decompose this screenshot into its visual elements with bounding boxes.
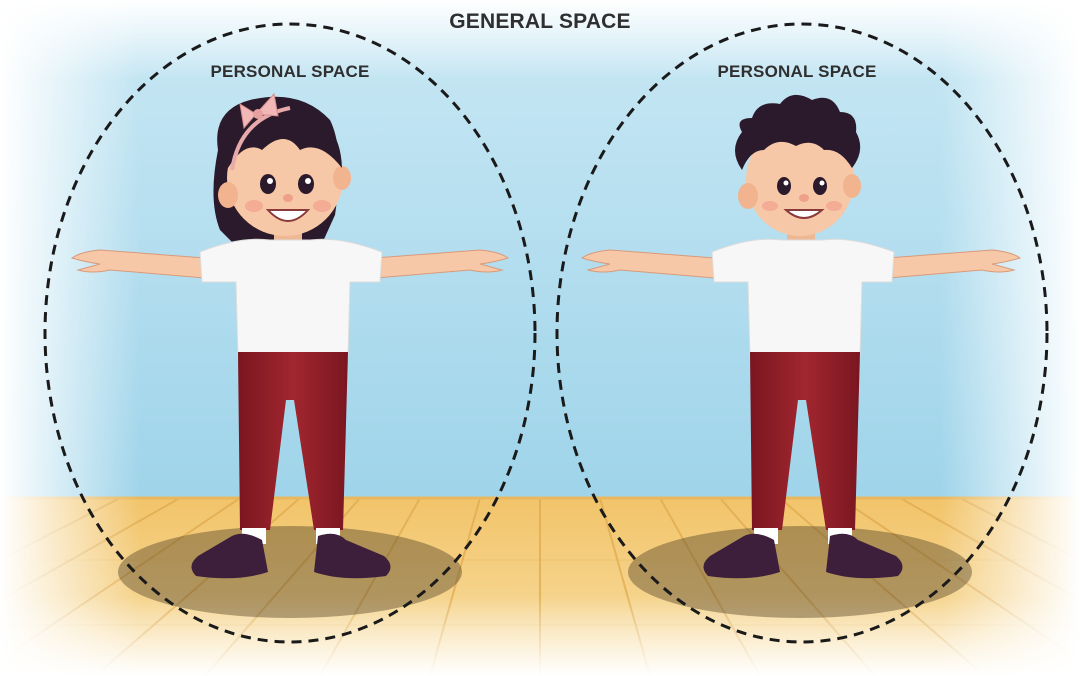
personal-space-label-left: PERSONAL SPACE	[145, 62, 435, 82]
girl-shadow	[118, 526, 462, 618]
general-space-label: GENERAL SPACE	[0, 10, 1080, 34]
personal-space-label-right: PERSONAL SPACE	[652, 62, 942, 82]
